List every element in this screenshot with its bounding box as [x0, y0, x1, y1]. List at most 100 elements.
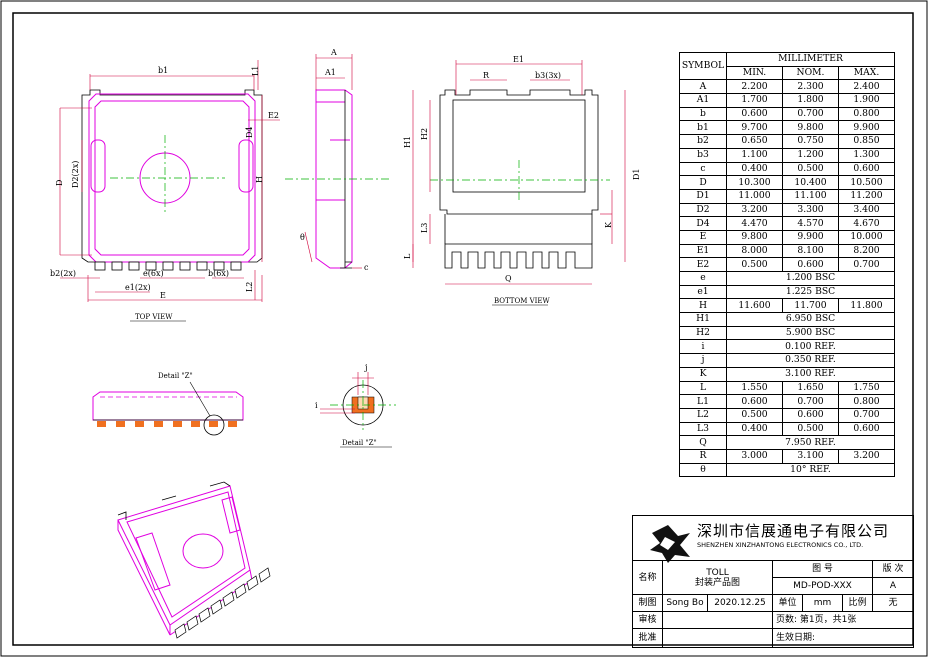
cell-nom: 1.650: [782, 380, 839, 396]
cell-value: 6.950 BSC: [726, 312, 895, 327]
cell-symbol: E: [679, 229, 727, 245]
cell-min: 3.200: [726, 202, 783, 218]
cell-symbol: D: [679, 175, 727, 190]
label-D2: D2(2x): [71, 161, 80, 188]
cell-nom: 9.900: [782, 229, 839, 245]
cell-min: 11.600: [726, 298, 783, 314]
cell-nom: 0.500: [782, 421, 839, 437]
approve-value: [663, 629, 773, 647]
cell-symbol: H: [679, 298, 727, 314]
label-b1: b1: [158, 66, 168, 75]
cell-min: 9.700: [726, 120, 783, 136]
cell-max: 3.400: [838, 202, 895, 218]
cell-min: 0.600: [726, 394, 783, 409]
cell-symbol: H1: [679, 312, 727, 327]
company-name-cn: 深圳市信展通电子有限公司: [697, 522, 890, 540]
cell-max: 0.700: [838, 257, 895, 272]
cell-max: 1.900: [838, 93, 895, 108]
top-view-title: TOP VIEW: [135, 313, 173, 321]
cell-symbol: b2: [679, 134, 727, 149]
cell-symbol: L: [679, 380, 727, 396]
section-view: Detail "Z": [92, 372, 244, 436]
label-e: e(6x): [143, 269, 164, 278]
cell-max: 0.600: [838, 161, 895, 177]
drawn-label: 制图: [633, 595, 663, 612]
label-H2: H2: [420, 128, 429, 140]
label-e1: e1(2x): [125, 283, 151, 292]
cell-symbol: D2: [679, 202, 727, 218]
part-name: TOLL 封装产品图: [663, 561, 773, 595]
label-E2: E2: [268, 111, 279, 120]
cell-symbol: E2: [679, 257, 727, 272]
cell-max: 0.700: [838, 407, 895, 423]
label-L3: L3: [420, 223, 429, 233]
drawn-date: 2020.12.25: [708, 595, 773, 612]
header-max: MAX.: [838, 65, 895, 81]
label-L2: L2: [245, 282, 254, 292]
label-H: H: [255, 176, 264, 183]
label-D4: D4: [245, 126, 254, 138]
cell-symbol: L3: [679, 421, 727, 437]
cell-nom: 0.600: [782, 407, 839, 423]
cell-symbol: b3: [679, 147, 727, 163]
cell-symbol: R: [679, 448, 727, 464]
company-logo: [650, 525, 690, 563]
unit-label: 单位: [773, 595, 803, 612]
bottom-view-title: BOTTOM VIEW: [494, 297, 551, 305]
page-count: 页数: 第1页，共1张: [773, 612, 913, 629]
cell-min: 10.300: [726, 175, 783, 190]
cell-symbol: A: [679, 79, 727, 95]
cell-value: 10° REF.: [726, 462, 895, 478]
cell-min: 4.470: [726, 216, 783, 231]
cell-min: 1.550: [726, 380, 783, 396]
label-A1: A1: [324, 68, 336, 77]
cell-nom: 2.300: [782, 79, 839, 95]
cell-min: 0.650: [726, 134, 783, 149]
cell-max: 11.800: [838, 298, 895, 314]
label-b2: b2(2x): [50, 269, 76, 278]
header-symbol: SYMBOL: [679, 51, 727, 81]
cell-max: 10.000: [838, 229, 895, 245]
cell-value: 7.950 REF.: [726, 435, 895, 450]
cell-symbol: E1: [679, 243, 727, 259]
label-E1: E1: [513, 55, 524, 64]
approve-label: 批准: [633, 629, 663, 647]
cell-symbol: D4: [679, 216, 727, 231]
cell-symbol: c: [679, 161, 727, 177]
cell-min: 9.800: [726, 229, 783, 245]
unit: mm: [803, 595, 843, 612]
cell-symbol: L1: [679, 394, 727, 409]
bottom-view: E1 R b3(3x) H1 H2 D1 K L3 L Q BOTTOM VIE…: [403, 55, 641, 306]
label-E: E: [160, 291, 166, 300]
scale-label: 比例: [843, 595, 873, 612]
isometric-view: [117, 481, 271, 639]
cell-value: 3.100 REF.: [726, 366, 895, 382]
label-b: b(6x): [208, 269, 229, 278]
cell-min: 0.500: [726, 257, 783, 272]
cell-symbol: L2: [679, 407, 727, 423]
header-min: MIN.: [726, 65, 783, 81]
cell-min: 11.000: [726, 188, 783, 204]
label-Q: Q: [505, 274, 512, 283]
cell-symbol: i: [679, 339, 727, 355]
cell-min: 0.500: [726, 407, 783, 423]
revision: A: [873, 578, 913, 595]
label-R: R: [483, 71, 490, 80]
cell-max: 10.500: [838, 175, 895, 190]
review-label: 审核: [633, 612, 663, 629]
cell-nom: 11.700: [782, 298, 839, 314]
